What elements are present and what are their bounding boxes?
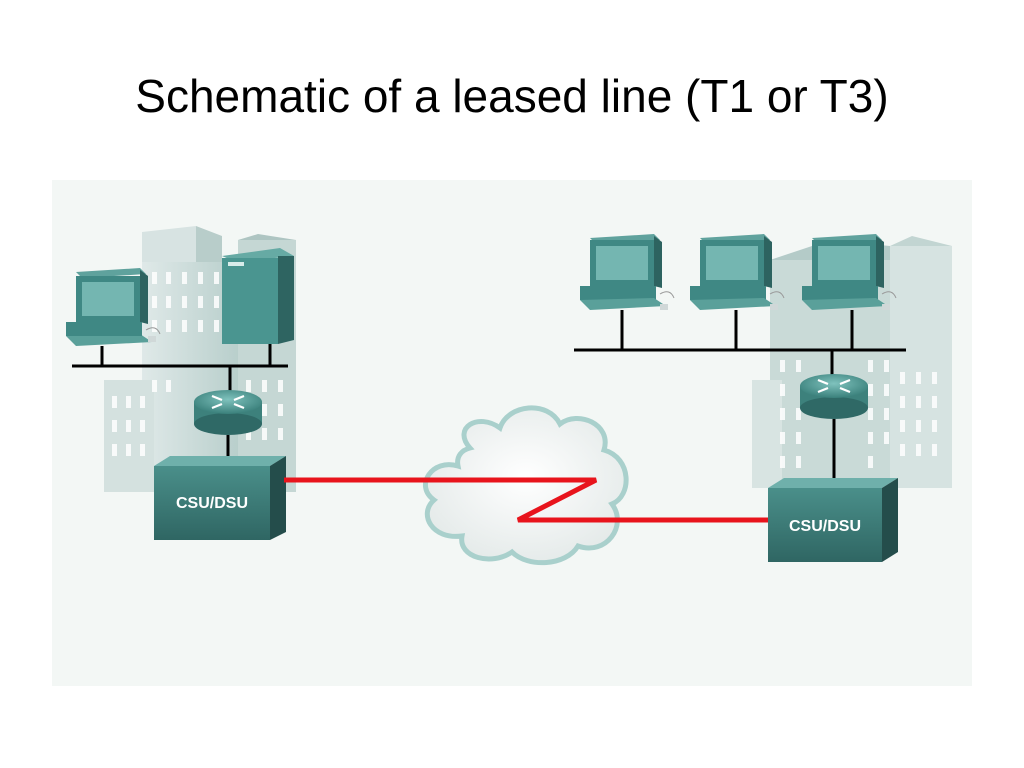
wan-cloud-icon — [422, 405, 629, 566]
page-title: Schematic of a leased line (T1 or T3) — [135, 70, 889, 122]
left-server-icon — [222, 248, 294, 344]
left-site: CSU/DSU — [66, 226, 296, 540]
right-workstation-2-icon — [690, 234, 785, 310]
leased-line — [284, 477, 768, 523]
left-csu-dsu-label: CSU/DSU — [176, 495, 248, 512]
right-workstation-3-icon — [802, 234, 897, 310]
right-csu-dsu-label: CSU/DSU — [789, 518, 861, 535]
left-csu-dsu: CSU/DSU — [154, 456, 286, 540]
right-csu-dsu: CSU/DSU — [768, 478, 898, 562]
right-site: CSU/DSU — [574, 234, 952, 562]
left-router-icon — [194, 390, 262, 435]
left-workstation-icon — [66, 268, 161, 346]
right-router-icon — [800, 374, 868, 419]
right-ethernet-bus — [574, 310, 906, 376]
right-workstation-1-icon — [580, 234, 675, 310]
left-ethernet-bus — [72, 344, 288, 392]
